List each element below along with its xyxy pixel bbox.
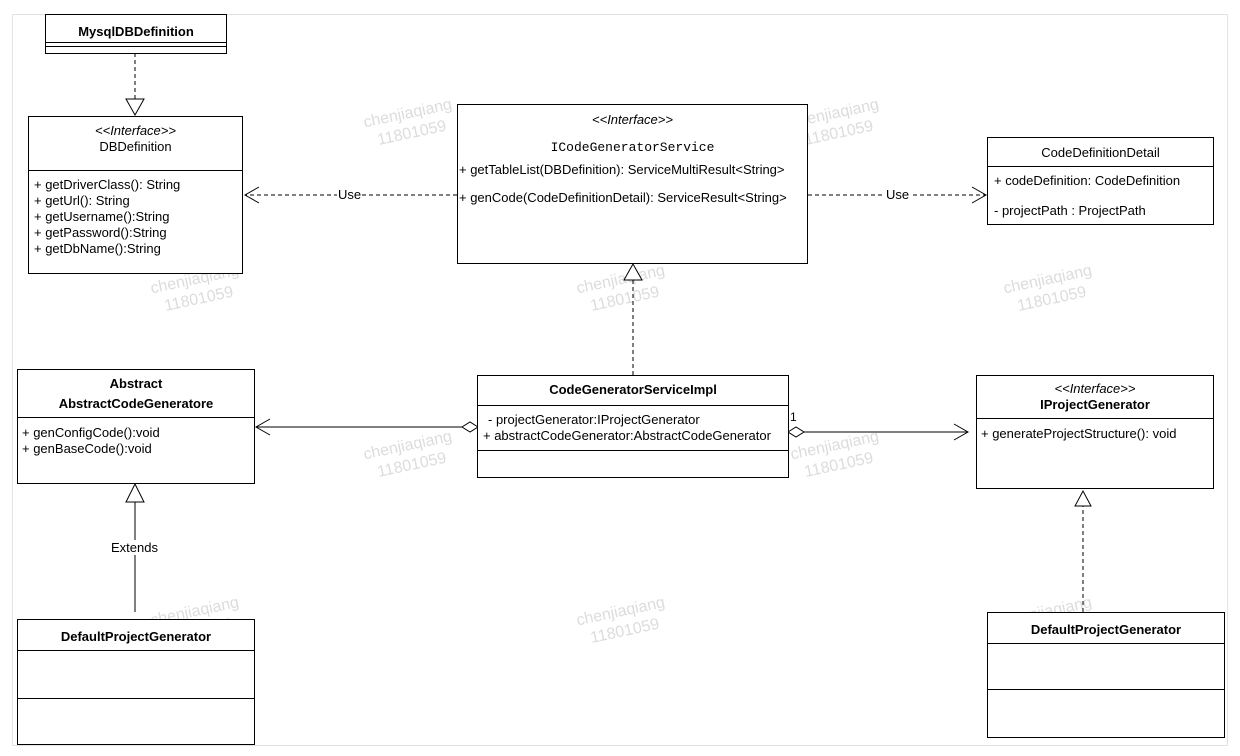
method-item: + genBaseCode():void	[22, 441, 152, 456]
use-label-left: Use	[337, 187, 363, 202]
stereotype-label: <<Interface>>	[95, 123, 176, 138]
class-name: AbstractCodeGeneratore	[58, 396, 214, 411]
generalization-arrowhead	[125, 482, 145, 503]
method-list: + getTableList(DBDefinition): ServiceMul…	[458, 155, 807, 206]
class-separator	[18, 650, 254, 651]
class-name: ICodeGeneratorService	[550, 140, 715, 155]
multiplicity-right: 1	[790, 410, 797, 424]
method-list: + getDriverClass(): String + getUrl(): S…	[29, 171, 242, 257]
interface-icode-generator-service: <<Interface>> ICodeGeneratorService + ge…	[457, 104, 808, 264]
use-label-right: Use	[885, 187, 911, 202]
aggregation-arrowhead-iprojectgenerator	[953, 423, 970, 441]
class-name: MysqlDBDefinition	[78, 24, 194, 39]
class-separator	[988, 689, 1224, 690]
extends-label: Extends	[110, 540, 159, 555]
attribute-list: - projectGenerator:IProjectGenerator + a…	[478, 406, 788, 444]
method-item: + getPassword():String	[34, 225, 167, 240]
class-mysql-db-definition: MysqlDBDefinition	[45, 14, 227, 54]
attribute-item: - projectGenerator:IProjectGenerator	[488, 412, 700, 427]
method-list: + generateProjectStructure(): void	[977, 419, 1213, 442]
attribute-list: + codeDefinition: CodeDefinition - proje…	[988, 167, 1213, 219]
stereotype-label: <<Interface>>	[592, 112, 673, 127]
method-item: + getUrl(): String	[34, 193, 130, 208]
class-name: IProjectGenerator	[1040, 397, 1150, 412]
method-item: + genConfigCode():void	[22, 425, 160, 440]
class-separator	[46, 42, 226, 43]
class-code-generator-service-impl: CodeGeneratorServiceImpl - projectGenera…	[477, 375, 789, 478]
realization-arrowhead-default-right	[1074, 489, 1092, 507]
attribute-item: - projectPath : ProjectPath	[994, 203, 1146, 218]
realization-arrowhead-mysql	[125, 98, 145, 117]
class-modifier: Abstract	[109, 376, 163, 391]
dependency-arrowhead-dbdefinition	[243, 186, 260, 204]
class-separator	[977, 418, 1213, 419]
class-separator	[46, 46, 226, 47]
method-item: + getTableList(DBDefinition): ServiceMul…	[459, 162, 785, 177]
method-item: + getDbName():String	[34, 241, 161, 256]
class-separator	[18, 417, 254, 418]
stereotype-label: <<Interface>>	[1054, 381, 1136, 396]
class-separator	[18, 698, 254, 699]
aggregation-diamond-iprojectgenerator	[787, 426, 805, 438]
class-default-project-generator-right: DefaultProjectGenerator	[987, 612, 1225, 738]
class-separator	[988, 643, 1224, 644]
class-abstract-code-generatore: Abstract AbstractCodeGeneratore + genCon…	[17, 369, 255, 484]
class-name: DBDefinition	[99, 139, 172, 154]
method-item: + getDriverClass(): String	[34, 177, 181, 192]
interface-iproject-generator: <<Interface>> IProjectGenerator + genera…	[976, 375, 1214, 489]
class-name: DefaultProjectGenerator	[60, 629, 212, 644]
class-name: CodeGeneratorServiceImpl	[549, 382, 717, 397]
attribute-item: + codeDefinition: CodeDefinition	[994, 173, 1181, 188]
class-separator	[478, 405, 788, 406]
realization-arrowhead-impl	[623, 262, 643, 281]
method-item: + getUsername():String	[34, 209, 170, 224]
class-name: CodeDefinitionDetail	[1041, 145, 1160, 160]
method-item: + genCode(CodeDefinitionDetail): Service…	[459, 190, 787, 205]
method-list: + genConfigCode():void + genBaseCode():v…	[18, 418, 254, 457]
aggregation-diamond-abstract	[461, 421, 479, 433]
class-default-project-generator-left: DefaultProjectGenerator	[17, 619, 255, 745]
attribute-item: + abstractCodeGenerator:AbstractCodeGene…	[483, 428, 771, 443]
class-name: DefaultProjectGenerator	[1030, 622, 1182, 637]
class-separator	[29, 170, 242, 171]
class-separator	[478, 450, 788, 451]
interface-db-definition: <<Interface>> DBDefinition + getDriverCl…	[28, 116, 243, 274]
diagram-frame	[12, 14, 1228, 746]
dependency-arrowhead-codedefinitiondetail	[971, 186, 988, 204]
class-code-definition-detail: CodeDefinitionDetail + codeDefinition: C…	[987, 137, 1214, 225]
aggregation-arrowhead-abstract	[254, 418, 271, 436]
method-item: + generateProjectStructure(): void	[981, 426, 1177, 441]
class-separator	[988, 166, 1213, 167]
